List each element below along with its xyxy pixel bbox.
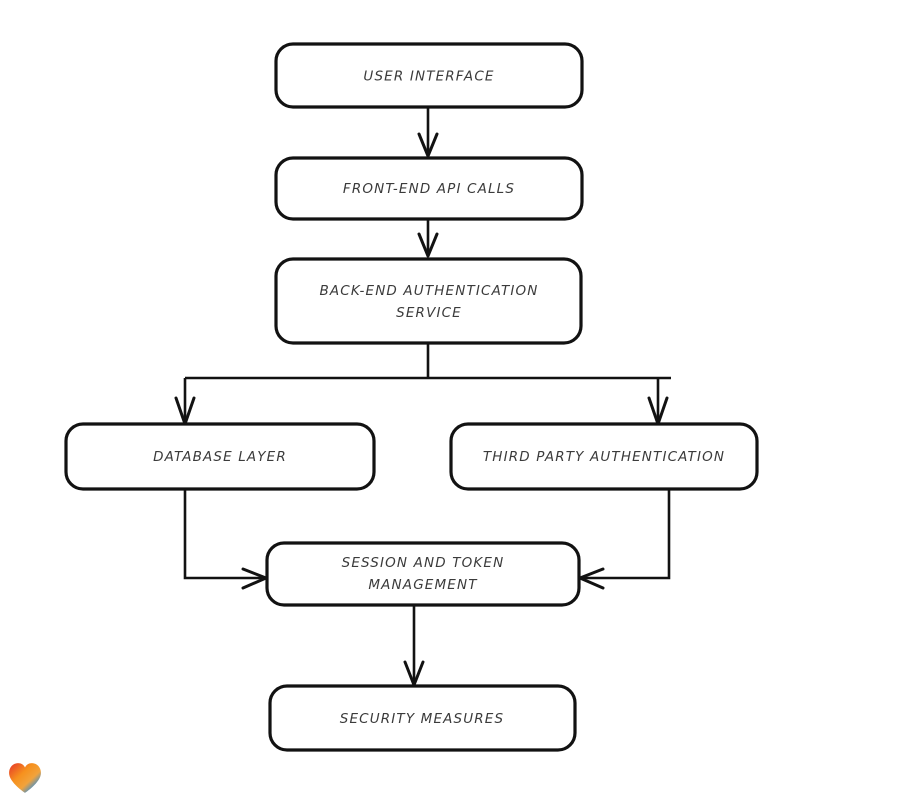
edge-database-layer-to-session-token-mgmt <box>183 489 268 590</box>
node-database-layer-shape[interactable] <box>64 422 376 491</box>
node-security-measures[interactable]: SECURITY MEASURES <box>268 684 577 752</box>
node-session-token-mgmt-label-line1: SESSION AND TOKEN <box>342 555 505 571</box>
node-user-interface-shape[interactable] <box>274 42 584 109</box>
node-third-party-auth[interactable]: THIRD PARTY AUTHENTICATION <box>449 422 759 491</box>
node-user-interface[interactable]: USER INTERFACE <box>274 42 584 109</box>
node-session-token-mgmt-shape[interactable] <box>265 541 581 607</box>
edge-third-party-auth-to-session-token-mgmt <box>578 489 671 590</box>
node-security-measures-shape[interactable] <box>268 684 577 752</box>
node-front-end-api-calls-label: FRONT-END API CALLS <box>343 181 515 197</box>
node-session-token-mgmt-label-line2: MANAGEMENT <box>368 577 478 593</box>
node-security-measures-label: SECURITY MEASURES <box>340 711 504 727</box>
node-database-layer-label: DATABASE LAYER <box>153 449 287 465</box>
edge-branch-to-database-layer <box>174 378 196 426</box>
node-database-layer[interactable]: DATABASE LAYER <box>64 422 376 491</box>
node-user-interface-label: USER INTERFACE <box>363 69 494 85</box>
node-back-end-auth-service-label-line1: BACK-END AUTHENTICATION <box>319 283 538 299</box>
edge-branch-to-third-party-auth <box>647 378 669 426</box>
node-back-end-auth-service[interactable]: BACK-END AUTHENTICATION SERVICE <box>274 257 583 345</box>
node-third-party-auth-shape[interactable] <box>449 422 759 491</box>
edge-session-token-mgmt-to-security-measures <box>403 605 425 687</box>
node-session-token-mgmt[interactable]: SESSION AND TOKEN MANAGEMENT <box>265 541 581 607</box>
node-back-end-auth-service-shape[interactable] <box>274 257 583 345</box>
node-back-end-auth-service-label-line2: SERVICE <box>396 305 462 321</box>
heart-icon <box>9 763 41 793</box>
node-front-end-api-calls-shape[interactable] <box>274 156 584 221</box>
edge-front-end-api-calls-to-back-end-auth-service <box>417 219 439 258</box>
node-third-party-auth-label: THIRD PARTY AUTHENTICATION <box>483 449 725 465</box>
edge-back-end-auth-service-branch-bus <box>185 343 671 380</box>
node-front-end-api-calls[interactable]: FRONT-END API CALLS <box>274 156 584 221</box>
edge-user-interface-to-front-end-api-calls <box>417 107 439 158</box>
